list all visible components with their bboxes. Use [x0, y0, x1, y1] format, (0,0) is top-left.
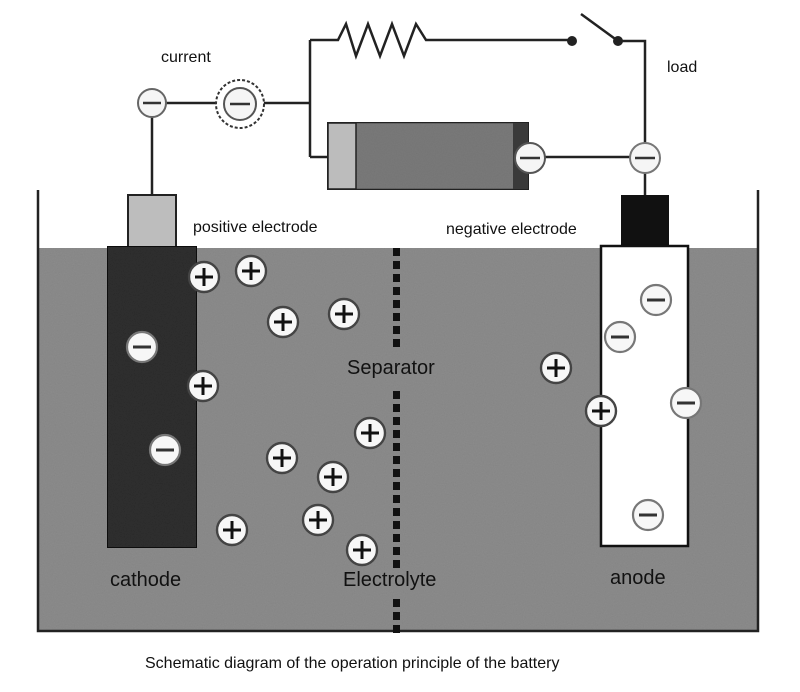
- separator-dash: [393, 443, 400, 451]
- separator-dash: [393, 547, 400, 555]
- cathode-terminal: [127, 194, 177, 249]
- battery-icon: [325, 120, 531, 192]
- separator-dash: [393, 469, 400, 477]
- positive-electrode-label: positive electrode: [193, 219, 318, 236]
- electron-icon: [629, 142, 661, 174]
- separator-dash: [393, 274, 400, 282]
- battery-body: [325, 120, 531, 192]
- anion-icon: [639, 283, 673, 317]
- cation-icon: [539, 351, 573, 385]
- cation-icon: [265, 441, 299, 475]
- cation-icon: [301, 503, 335, 537]
- anion-icon: [631, 498, 665, 532]
- cation-icon: [215, 513, 249, 547]
- separator-dash: [393, 560, 400, 568]
- current-indicator-icon: [215, 79, 265, 129]
- separator-dash: [393, 508, 400, 516]
- cation-icon: [353, 416, 387, 450]
- cation-icon: [316, 460, 350, 494]
- separator-dash: [393, 456, 400, 464]
- cation-icon: [234, 254, 268, 288]
- separator-dash: [393, 391, 400, 399]
- separator-dash: [393, 534, 400, 542]
- anode-terminal: [621, 195, 669, 249]
- anion-icon: [669, 386, 703, 420]
- external-circuit: [150, 12, 647, 196]
- ions-layer: [125, 254, 703, 567]
- wire-right: [618, 39, 647, 144]
- separator-dash: [393, 599, 400, 607]
- separator-dash: [393, 430, 400, 438]
- separator-dash: [393, 300, 400, 308]
- separator-dash: [393, 482, 400, 490]
- switch-contact-left: [567, 36, 577, 46]
- electron-icon: [137, 88, 167, 118]
- separator-membrane: [393, 248, 400, 633]
- anion-icon: [125, 330, 159, 364]
- cation-icon: [266, 305, 300, 339]
- separator-dash: [393, 326, 400, 334]
- electrolyte-label: Electrolyte: [343, 569, 436, 591]
- separator-dash: [393, 417, 400, 425]
- separator-dash: [393, 287, 400, 295]
- separator-dash: [393, 313, 400, 321]
- electron-icon: [514, 142, 546, 174]
- cathode-electrode: [106, 194, 198, 549]
- diagram-caption: Schematic diagram of the operation princ…: [145, 655, 559, 672]
- wire-electrons: [137, 79, 661, 174]
- switch-lever: [580, 12, 619, 43]
- separator-dash: [393, 521, 400, 529]
- cation-icon: [187, 260, 221, 294]
- negative-electrode-label: negative electrode: [446, 221, 577, 238]
- cation-icon: [584, 394, 618, 428]
- separator-dash: [393, 625, 400, 633]
- anion-icon: [603, 320, 637, 354]
- anion-icon: [148, 433, 182, 467]
- separator-dash: [393, 612, 400, 620]
- cation-icon: [186, 369, 220, 403]
- separator-dash: [393, 495, 400, 503]
- current-label: current: [161, 49, 211, 66]
- separator-dash: [393, 404, 400, 412]
- cation-icon: [327, 297, 361, 331]
- separator-label: Separator: [347, 357, 435, 379]
- cathode-plate: [106, 245, 198, 549]
- cathode-label: cathode: [110, 569, 181, 591]
- battery-cap: [327, 122, 357, 190]
- separator-dash: [393, 248, 400, 256]
- load-label: load: [667, 59, 697, 76]
- anode-label: anode: [610, 567, 666, 589]
- separator-dash: [393, 261, 400, 269]
- cation-icon: [345, 533, 379, 567]
- separator-dash: [393, 339, 400, 347]
- resistor-icon: [330, 20, 572, 60]
- anode-electrode: [599, 195, 690, 548]
